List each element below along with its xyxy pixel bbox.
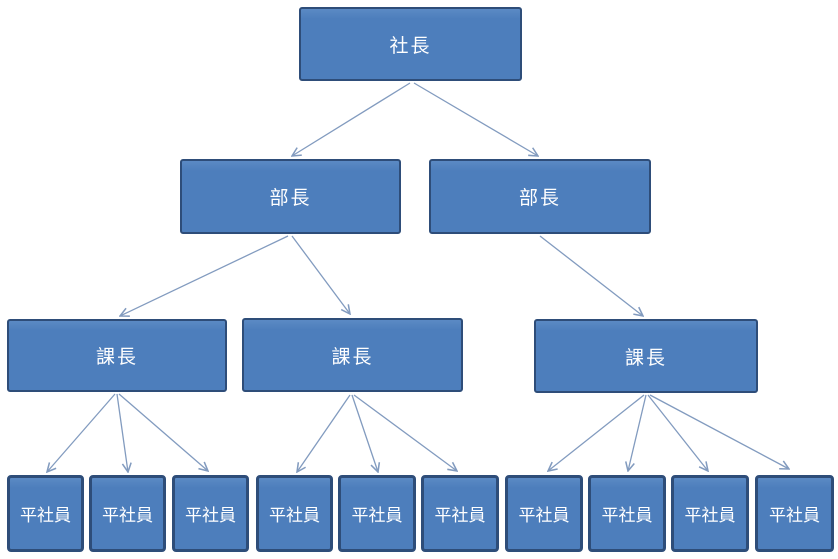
connector-sec-2-staff-4 — [297, 394, 351, 472]
org-node-staff-8-label: 平社員 — [601, 506, 653, 526]
org-node-staff-4-label: 平社員 — [269, 506, 320, 526]
org-node-staff-3-label: 平社員 — [185, 506, 236, 526]
connector-sec-1-staff-3 — [118, 393, 208, 471]
org-node-staff-1: 平社員 — [7, 475, 84, 552]
org-node-president: 社長 — [299, 7, 522, 81]
org-node-staff-7: 平社員 — [505, 475, 583, 552]
org-node-staff-9: 平社員 — [671, 475, 749, 552]
org-node-staff-6-label: 平社員 — [434, 506, 486, 526]
org-node-staff-7-label: 平社員 — [518, 506, 570, 526]
connector-sec-3-staff-7 — [548, 394, 645, 471]
connector-sec-2-staff-6 — [353, 394, 457, 471]
connector-sec-1-staff-2 — [116, 393, 128, 472]
org-node-staff-5: 平社員 — [338, 475, 416, 552]
connector-president-dept-1 — [292, 82, 411, 156]
connector-sec-3-staff-9 — [647, 394, 708, 471]
org-node-staff-6: 平社員 — [421, 475, 499, 552]
org-node-sec-3-label: 課長 — [624, 346, 667, 369]
org-node-staff-1-label: 平社員 — [20, 506, 71, 526]
org-node-president-label: 社長 — [389, 34, 432, 57]
org-node-staff-2: 平社員 — [89, 475, 166, 552]
connector-sec-3-staff-10 — [649, 394, 789, 469]
connector-sec-2-staff-5 — [351, 394, 378, 472]
org-node-sec-3: 課長 — [534, 319, 758, 393]
org-node-staff-10-label: 平社員 — [769, 506, 820, 526]
org-node-staff-10: 平社員 — [755, 475, 834, 552]
org-node-dept-2: 部長 — [429, 159, 651, 234]
org-node-staff-9-label: 平社員 — [684, 506, 736, 526]
connector-sec-3-staff-8 — [628, 394, 647, 471]
org-node-sec-2-label: 課長 — [331, 345, 374, 368]
org-node-staff-8: 平社員 — [588, 475, 666, 552]
org-node-dept-1-label: 部長 — [269, 187, 312, 209]
connector-dept-1-sec-1 — [120, 235, 289, 316]
org-node-staff-3: 平社員 — [172, 475, 249, 552]
org-node-staff-4: 平社員 — [256, 475, 333, 552]
org-node-sec-1-label: 課長 — [95, 346, 138, 368]
org-node-sec-1: 課長 — [7, 319, 227, 392]
connector-dept-2-sec-3 — [539, 235, 643, 316]
connector-president-dept-2 — [413, 82, 538, 156]
org-node-staff-2-label: 平社員 — [102, 506, 153, 526]
org-node-staff-5-label: 平社員 — [351, 506, 403, 526]
org-node-dept-1: 部長 — [180, 159, 401, 234]
connector-dept-1-sec-2 — [291, 235, 350, 314]
org-node-sec-2: 課長 — [242, 318, 463, 392]
org-node-dept-2-label: 部長 — [518, 187, 561, 209]
connector-sec-1-staff-1 — [47, 393, 116, 472]
